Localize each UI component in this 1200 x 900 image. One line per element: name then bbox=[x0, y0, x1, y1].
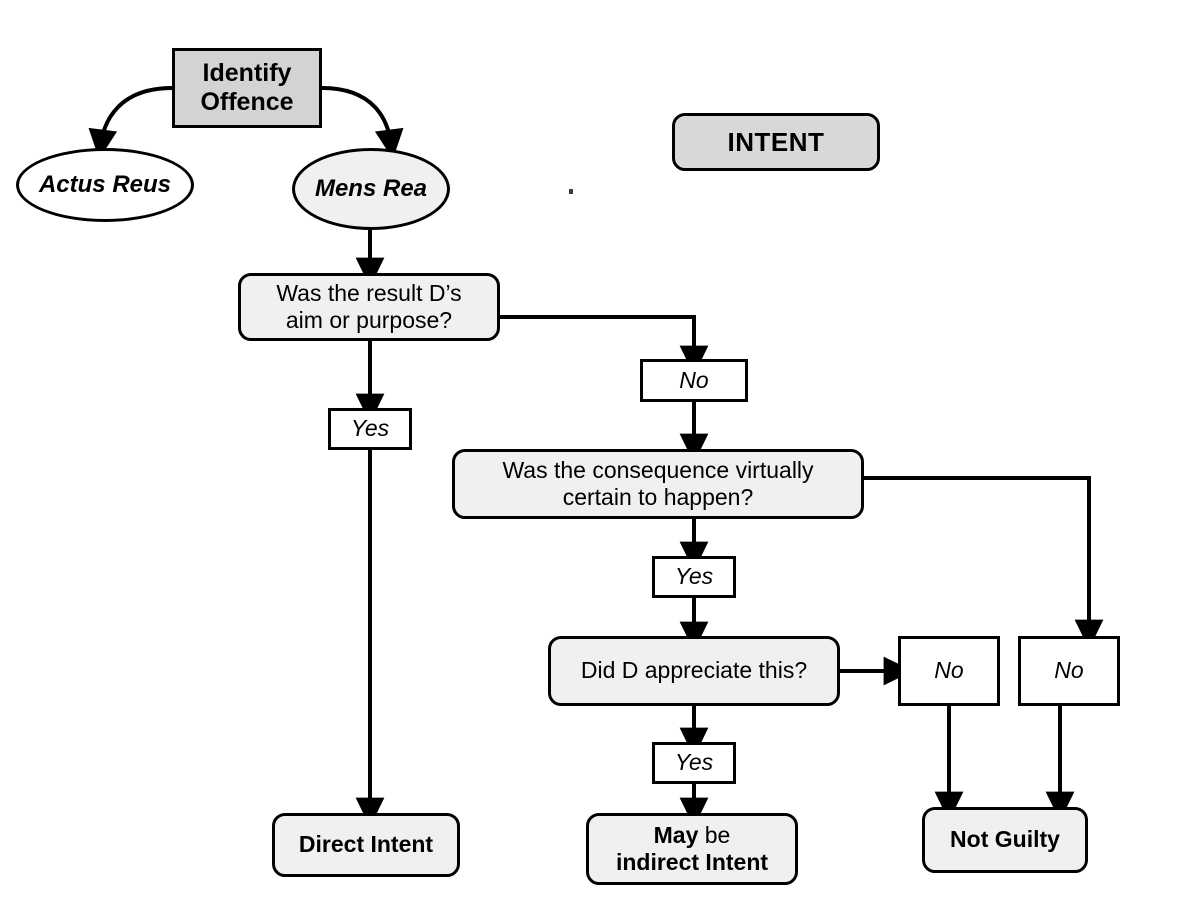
node-outcome-not-guilty-label: Not Guilty bbox=[950, 826, 1060, 853]
node-outcome-direct-intent-label: Direct Intent bbox=[298, 831, 434, 858]
node-actus-reus-label: Actus Reus bbox=[38, 170, 172, 198]
node-outcome-indirect-intent-label: May be indirect Intent bbox=[615, 821, 769, 875]
node-answer-no-3[interactable]: No bbox=[1018, 636, 1120, 706]
edge-q1-to-no bbox=[500, 315, 709, 376]
header-intent-label: INTENT bbox=[727, 126, 825, 157]
node-question-virtually-certain-label: Was the consequence virtually certain to… bbox=[502, 456, 814, 510]
node-actus-reus[interactable]: Actus Reus bbox=[16, 148, 194, 222]
header-intent: INTENT bbox=[672, 113, 880, 171]
node-identify-offence[interactable]: Identify Offence bbox=[172, 48, 322, 128]
edge-offence-to-actus bbox=[88, 86, 173, 160]
node-question-aim-or-purpose[interactable]: Was the result D’s aim or purpose? bbox=[238, 273, 500, 341]
node-outcome-not-guilty[interactable]: Not Guilty bbox=[922, 807, 1088, 873]
node-outcome-direct-intent[interactable]: Direct Intent bbox=[272, 813, 460, 877]
node-answer-yes-1-label: Yes bbox=[350, 415, 390, 442]
node-answer-no-1-label: No bbox=[679, 366, 709, 393]
edge-offence-to-mens bbox=[321, 86, 404, 160]
stray-dot-artifact bbox=[569, 189, 573, 194]
node-answer-no-2-label: No bbox=[934, 657, 964, 684]
node-answer-no-3-label: No bbox=[1054, 657, 1084, 684]
edge-q2-to-no-right bbox=[864, 476, 1104, 650]
node-question-virtually-certain[interactable]: Was the consequence virtually certain to… bbox=[452, 449, 864, 519]
node-question-aim-or-purpose-label: Was the result D’s aim or purpose? bbox=[276, 279, 462, 333]
node-identify-offence-label: Identify Offence bbox=[200, 58, 294, 117]
node-answer-no-1[interactable]: No bbox=[640, 359, 748, 402]
node-answer-yes-2[interactable]: Yes bbox=[652, 556, 736, 598]
node-answer-yes-3[interactable]: Yes bbox=[652, 742, 736, 784]
node-answer-yes-1[interactable]: Yes bbox=[328, 408, 412, 450]
node-answer-no-2[interactable]: No bbox=[898, 636, 1000, 706]
node-mens-rea-label: Mens Rea bbox=[314, 174, 428, 202]
node-mens-rea[interactable]: Mens Rea bbox=[292, 148, 450, 230]
node-question-did-d-appreciate[interactable]: Did D appreciate this? bbox=[548, 636, 840, 706]
node-question-did-d-appreciate-label: Did D appreciate this? bbox=[580, 657, 808, 684]
node-answer-yes-2-label: Yes bbox=[674, 563, 714, 590]
node-answer-yes-3-label: Yes bbox=[674, 749, 714, 776]
node-outcome-indirect-intent[interactable]: May be indirect Intent bbox=[586, 813, 798, 885]
